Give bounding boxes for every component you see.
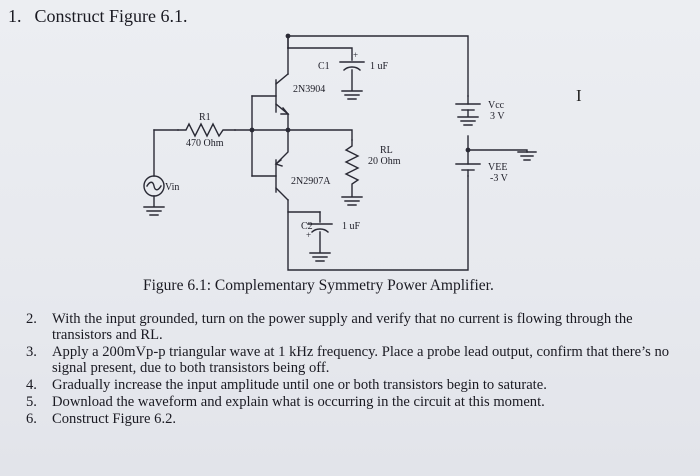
- list-item: 6. Construct Figure 6.2.: [26, 411, 686, 427]
- step-number: 1.: [8, 6, 22, 26]
- list-item: 5. Download the waveform and explain wha…: [26, 394, 686, 410]
- r1-value: 470 Ohm: [186, 138, 224, 149]
- list-item: 2. With the input grounded, turn on the …: [26, 311, 686, 343]
- step-text: Construct Figure 6.2.: [52, 411, 177, 427]
- step-text: With the input grounded, turn on the pow…: [52, 311, 633, 343]
- figure-caption: Figure 6.1: Complementary Symmetry Power…: [143, 277, 494, 294]
- step-text: Apply a 200mVp-p triangular wave at 1 kH…: [52, 344, 670, 376]
- step-number: 6.: [26, 411, 37, 427]
- r1-label: R1: [199, 112, 211, 123]
- step-number: 3.: [26, 344, 37, 360]
- step-number: 5.: [26, 394, 37, 410]
- vin-label: Vin: [165, 182, 179, 193]
- q2-label: 2N2907A: [291, 176, 331, 187]
- c1-value: 1 uF: [370, 61, 389, 72]
- text-cursor-icon: I: [576, 86, 582, 105]
- c2-plus: +: [306, 230, 311, 240]
- rl-label: RL: [380, 145, 393, 156]
- vee-label: VEE: [488, 162, 507, 173]
- list-item: 3. Apply a 200mVp-p triangular wave at 1…: [26, 344, 686, 376]
- step-number: 2.: [26, 311, 37, 327]
- q1-label: 2N3904: [293, 84, 325, 95]
- vcc-value: 3 V: [490, 111, 505, 122]
- vcc-label: Vcc: [488, 100, 505, 111]
- vee-value: -3 V: [490, 173, 509, 184]
- rl-value: 20 Ohm: [368, 156, 401, 167]
- step-text: Construct Figure 6.1.: [34, 6, 188, 26]
- step-text: Gradually increase the input amplitude u…: [52, 377, 547, 393]
- c1-label: C1: [318, 61, 330, 72]
- c2-value: 1 uF: [342, 221, 361, 232]
- list-item: 4. Gradually increase the input amplitud…: [26, 377, 686, 393]
- c2-label: C2: [301, 221, 313, 232]
- c1-plus: +: [353, 50, 358, 60]
- step-text: Download the waveform and explain what i…: [52, 394, 545, 410]
- step-1-heading: 1. Construct Figure 6.1.: [8, 6, 188, 27]
- instruction-list: 2. With the input grounded, turn on the …: [26, 311, 686, 428]
- step-number: 4.: [26, 377, 37, 393]
